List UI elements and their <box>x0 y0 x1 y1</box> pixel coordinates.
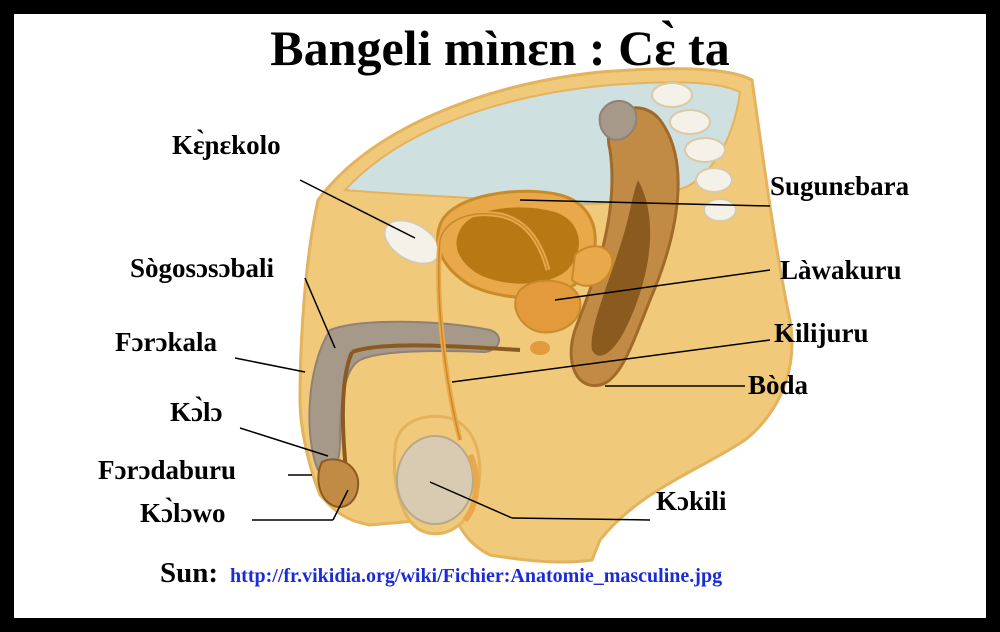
prostate <box>514 279 582 334</box>
bulbourethral-gland <box>530 341 550 355</box>
leader-lines <box>234 179 771 521</box>
epididymis <box>462 453 480 522</box>
colon-loop <box>598 100 638 142</box>
label-kenekolo: Kɛ̀ɲɛkolo <box>172 130 281 160</box>
leader-sogososobali <box>304 277 336 349</box>
rectum-inner <box>591 180 651 356</box>
label-kolowo: Kɔ̀lɔwo <box>140 498 226 528</box>
leader-kenekolo <box>299 179 416 239</box>
leader-lawakuru <box>554 269 771 301</box>
leader-kilijuru <box>451 339 771 383</box>
corpus-cavernosum <box>308 320 500 475</box>
urethra <box>340 343 521 471</box>
label-kokili: Kɔkili <box>656 486 727 516</box>
leader-kolo <box>239 427 329 457</box>
label-boda: Bòda <box>748 370 809 400</box>
source-credit: Sun: http://fr.vikidia.org/wiki/Fichier:… <box>160 556 722 595</box>
label-sugunebara: Sugunɛbara <box>770 171 910 201</box>
label-forodaburu: Fɔrɔdaburu <box>98 455 236 485</box>
label-kilijuru: Kilijuru <box>774 318 869 348</box>
leader-sugunebara <box>519 199 771 207</box>
leader-forokala <box>234 357 306 373</box>
vas-deferens-outline <box>437 213 549 441</box>
label-sogososobali: Sògosɔsɔbali <box>130 253 275 283</box>
glans <box>317 458 360 508</box>
label-kolo: Kɔ̀lɔ <box>170 397 223 427</box>
seminal-vesicle <box>570 245 614 287</box>
leader-kolowo-b <box>332 489 349 521</box>
leader-kokili-b <box>429 481 513 519</box>
leader-kokili <box>511 517 651 521</box>
testis <box>396 435 474 525</box>
label-lawakuru: Làwakuru <box>780 255 902 285</box>
source-link[interactable]: http://fr.vikidia.org/wiki/Fichier:Anato… <box>230 565 723 587</box>
label-forokala: Fɔrɔkala <box>115 327 217 357</box>
source-prefix: Sun: <box>160 557 219 589</box>
diagram-title: Bangeli mìnɛn : Cɛ̀ ta <box>270 20 730 76</box>
